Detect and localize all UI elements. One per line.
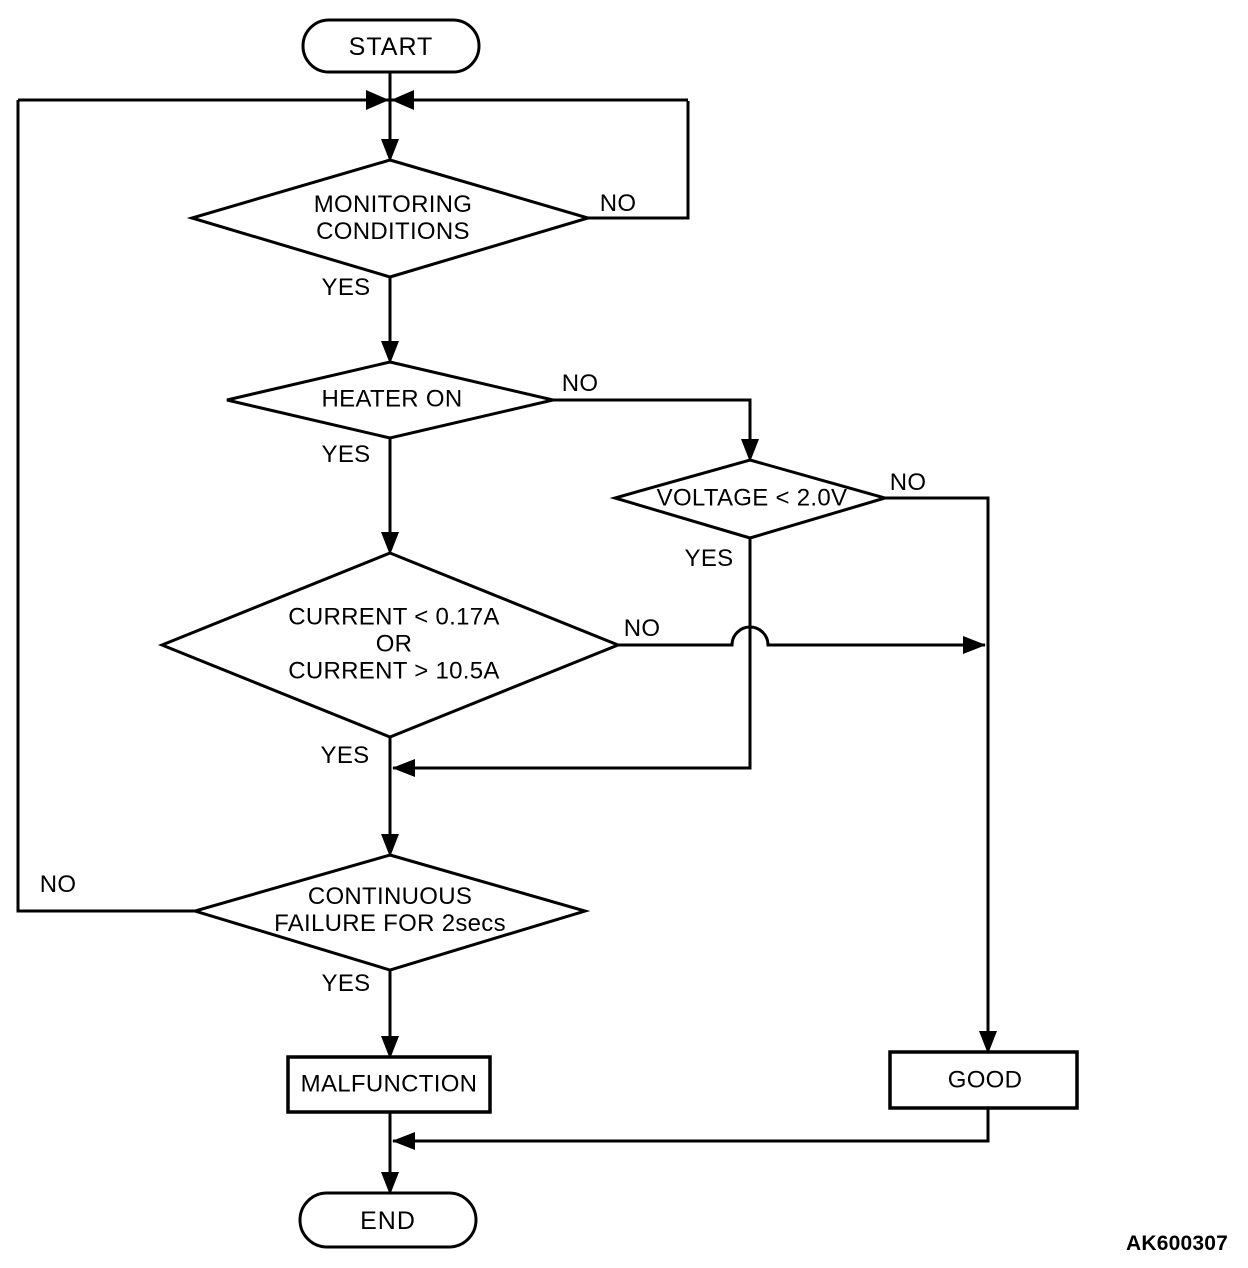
monitoring-yes-label: YES bbox=[321, 274, 371, 301]
edge-current-no-hop bbox=[618, 625, 985, 647]
arrow-into-end-icon bbox=[381, 1172, 399, 1195]
end-terminator-shape bbox=[298, 1191, 478, 1249]
edge-monitoring-no-loop bbox=[588, 101, 690, 220]
continuous-yes-label: YES bbox=[321, 970, 371, 997]
start-node-label: START bbox=[348, 33, 434, 61]
current-no-label: NO bbox=[623, 615, 661, 642]
edge-voltage-yes bbox=[393, 538, 752, 770]
arrow-into-good-icon bbox=[979, 1031, 997, 1054]
end-node-label: END bbox=[360, 1207, 416, 1235]
good-process-shape bbox=[888, 1050, 1079, 1110]
continuous-node-label: CONTINUOUS FAILURE FOR 2secs bbox=[274, 883, 506, 937]
current-yes-label: YES bbox=[320, 742, 370, 769]
current-node-label: CURRENT < 0.17A OR CURRENT > 10.5A bbox=[288, 603, 500, 685]
arrow-junction-from-right-icon bbox=[391, 90, 414, 110]
arrow-currentno-join-icon bbox=[963, 636, 986, 654]
edge-voltage-no bbox=[885, 496, 990, 1050]
arrow-into-monitoring-icon bbox=[381, 139, 399, 162]
arrow-into-continuous-icon bbox=[381, 834, 399, 857]
arrow-into-voltage-icon bbox=[741, 439, 759, 462]
arrow-into-current-icon bbox=[381, 532, 399, 555]
malfunction-node-label: MALFUNCTION bbox=[300, 1070, 478, 1098]
arrow-goodjoin-icon bbox=[392, 1132, 415, 1150]
heater-node-label: HEATER ON bbox=[321, 385, 463, 413]
monitoring-node-label: MONITORING CONDITIONS bbox=[313, 191, 473, 245]
good-node-label: GOOD bbox=[947, 1066, 1023, 1094]
arrow-into-heater-icon bbox=[381, 341, 399, 364]
voltage-node-label: VOLTAGE < 2.0V bbox=[656, 484, 848, 512]
edge-continuous-no-loop bbox=[16, 100, 195, 913]
voltage-decision-shape bbox=[609, 458, 891, 540]
edge-good-join bbox=[393, 1108, 990, 1143]
heater-yes-label: YES bbox=[321, 441, 371, 468]
continuous-decision-shape bbox=[189, 853, 591, 972]
current-decision-shape bbox=[157, 551, 623, 739]
heater-no-label: NO bbox=[561, 370, 599, 397]
continuous-no-label: NO bbox=[39, 871, 77, 898]
arrow-voltageyes-join-icon bbox=[392, 759, 415, 777]
monitoring-decision-shape bbox=[186, 158, 594, 279]
voltage-no-label: NO bbox=[889, 469, 927, 496]
figure-code: AK600307 bbox=[1125, 1232, 1228, 1255]
start-terminator-shape bbox=[301, 18, 481, 74]
monitoring-no-label: NO bbox=[599, 190, 637, 217]
arrow-into-malfunction-icon bbox=[381, 1036, 399, 1059]
malfunction-process-shape bbox=[286, 1055, 492, 1114]
arrow-junction-from-left-icon bbox=[366, 90, 389, 110]
edge-heater-no bbox=[553, 398, 752, 458]
heater-decision-shape bbox=[226, 360, 554, 440]
voltage-yes-label: YES bbox=[684, 545, 734, 572]
